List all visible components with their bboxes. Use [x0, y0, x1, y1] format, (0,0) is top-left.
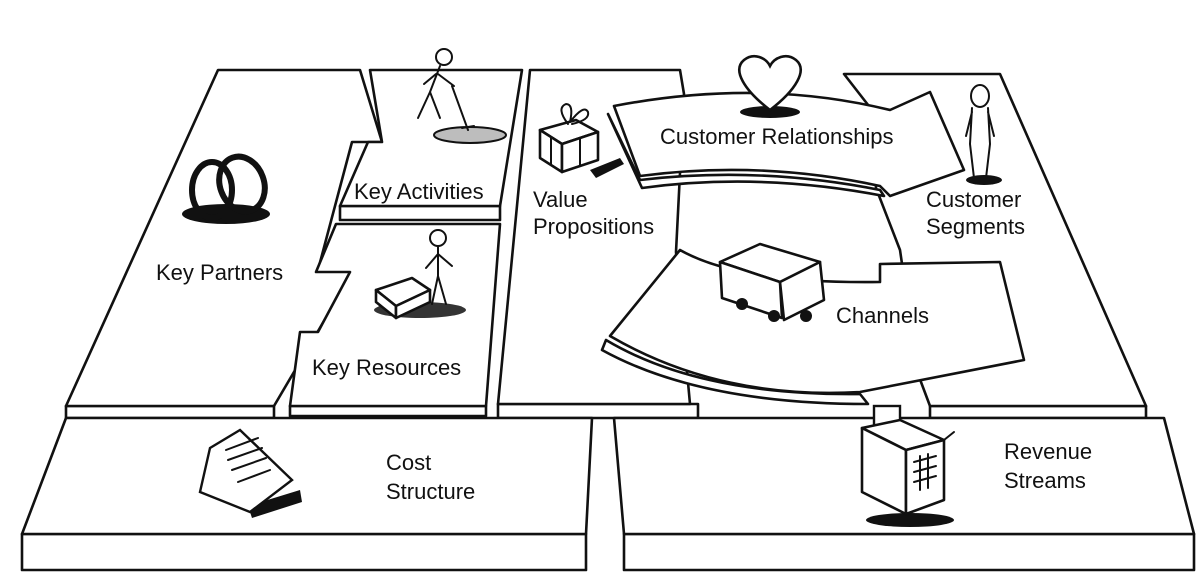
customer-relationships-arrow — [606, 90, 966, 198]
channels-arrow — [600, 248, 1026, 406]
delivery-truck-icon — [718, 242, 826, 322]
cost-structure-label-line1: Cost — [386, 450, 431, 475]
cost-structure-label-line2: Structure — [386, 479, 475, 504]
revenue-streams-label-line2: Streams — [1004, 468, 1086, 493]
paper-invoice-icon — [198, 428, 302, 518]
key-activities-label: Key Activities — [354, 179, 484, 204]
value-propositions-label-line1: Value — [533, 187, 588, 212]
channels-label: Channels — [836, 303, 929, 328]
standing-person-icon — [965, 84, 1002, 185]
person-with-machine-icon — [374, 229, 466, 320]
person-digging-icon — [417, 48, 507, 144]
interlocked-rings-icon — [182, 153, 270, 224]
revenue-streams-label-line1: Revenue — [1004, 439, 1092, 464]
cost-structure-block — [20, 416, 594, 572]
cash-register-icon — [860, 404, 955, 527]
value-propositions-label-line2: Propositions — [533, 214, 654, 239]
key-resources-label: Key Resources — [312, 355, 461, 380]
gift-box-icon — [538, 103, 624, 178]
customer-segments-label-line2: Segments — [926, 214, 1025, 239]
heart-icon — [738, 54, 802, 118]
key-activities-block — [338, 68, 524, 222]
customer-relationships-label: Customer Relationships — [660, 124, 894, 149]
key-partners-label: Key Partners — [156, 260, 283, 285]
customer-segments-label-line1: Customer — [926, 187, 1021, 212]
